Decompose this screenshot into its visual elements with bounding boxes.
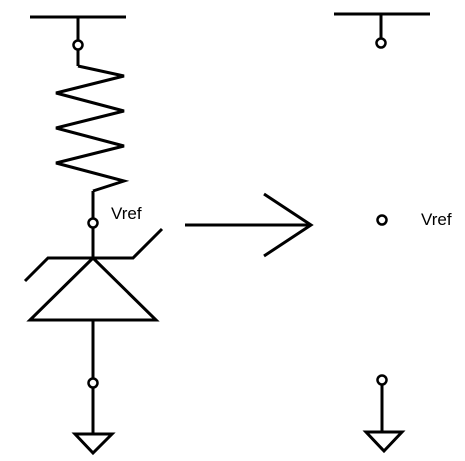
right-circuit: Vref (334, 12, 452, 454)
left-vref-node (87, 217, 99, 229)
left-circuit: Vref (23, 15, 164, 456)
right-arrow-icon (185, 192, 314, 258)
left-vref-label: Vref (111, 204, 142, 223)
regulator-cathode-bar (23, 227, 164, 283)
arrow-head (263, 192, 314, 258)
resistor-symbol (55, 64, 130, 193)
right-ground-icon (362, 430, 406, 454)
right-vref-node (376, 214, 388, 226)
right-vref-label: Vref (421, 210, 452, 229)
left-ground-node (87, 377, 99, 389)
right-ground-node (376, 374, 388, 386)
shunt-regulator-triangle (26, 255, 160, 322)
left-top-node (72, 39, 84, 51)
left-ground-icon (71, 432, 116, 456)
right-top-node (375, 37, 387, 49)
